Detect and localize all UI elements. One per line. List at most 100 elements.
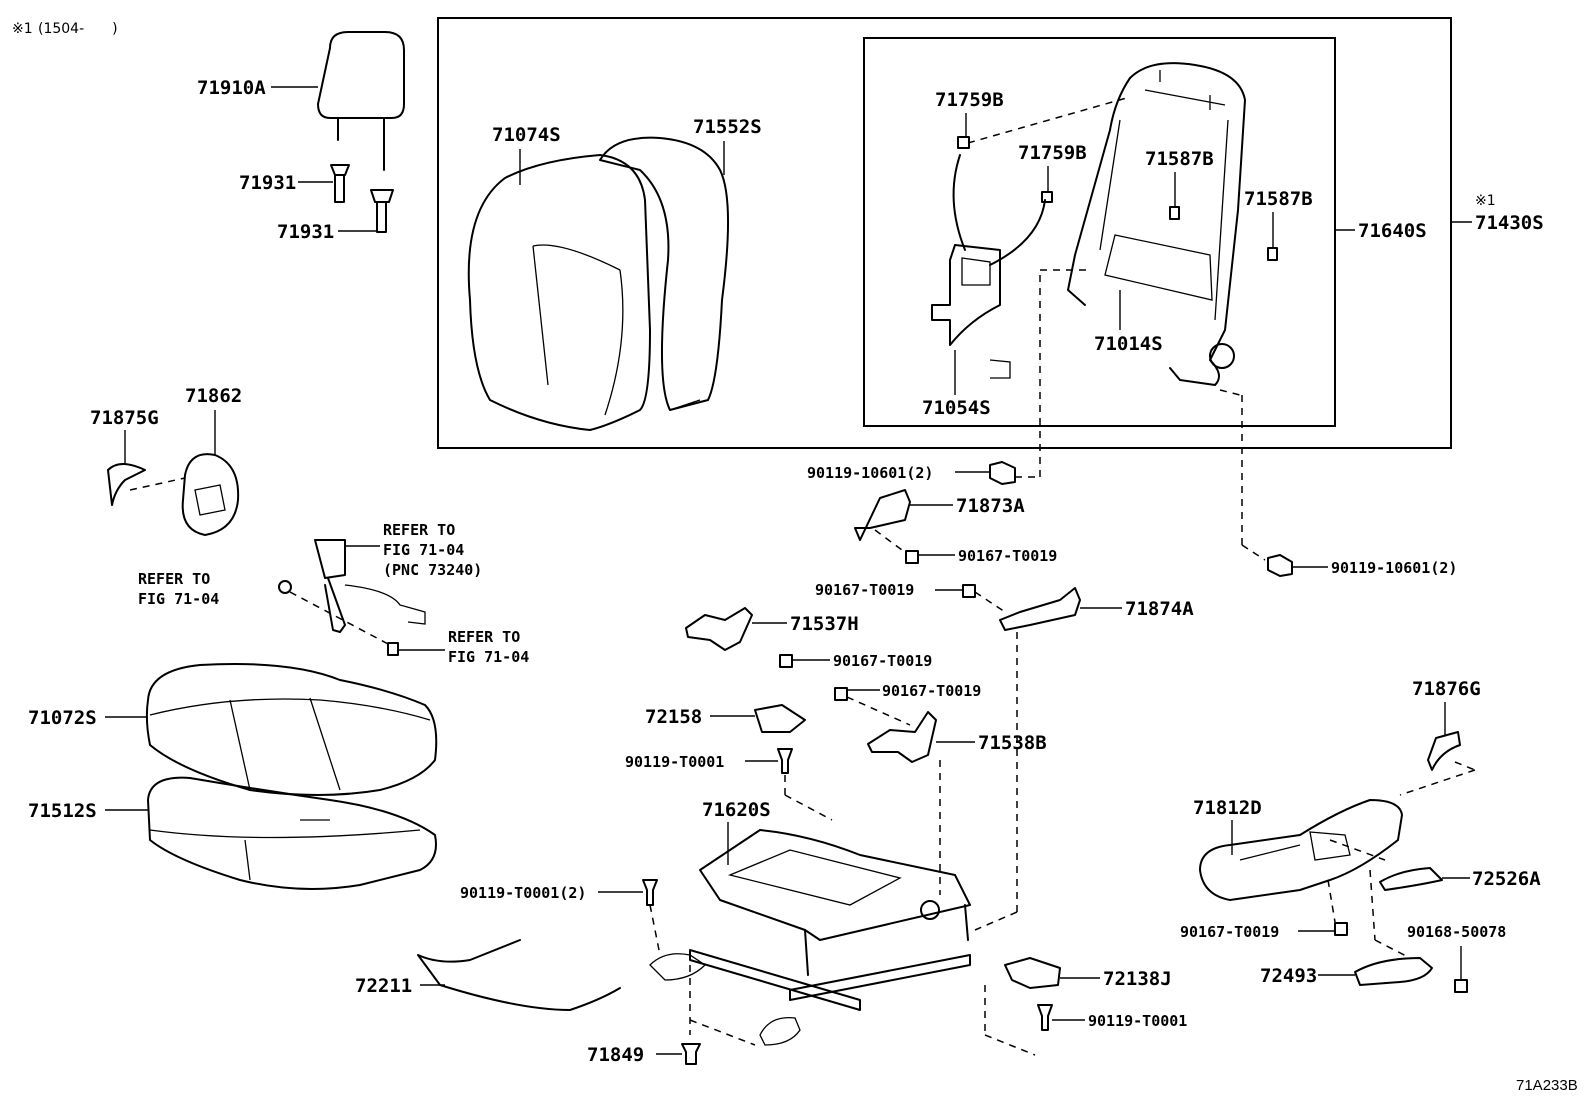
refer-right-line2: FIG 71-04 [448,648,529,666]
bracket-72138J [1004,957,1061,989]
label-71430S: 71430S [1475,212,1544,234]
refer-belt-line1: REFER TO [383,521,455,539]
diagram-code: 71A233B [1516,1077,1578,1094]
belt-nut-icon [278,580,292,594]
label-90167-T0019-a: 90167-T0019 [958,547,1057,565]
dash-90167-T0019-c [846,696,911,726]
group-note-symbol: ※1 [1475,193,1496,209]
label-71812D: 71812D [1193,797,1262,819]
headrest-support-upper [330,164,350,203]
lever-72526A [1379,867,1443,891]
label-71875G: 71875G [90,407,159,429]
screw-90167-T0019-d [962,584,976,598]
dash-90119-10601-b1 [1219,389,1241,396]
dash-72493-2 [1374,939,1411,959]
seatback-pad [599,136,729,411]
seatback-frame [1067,62,1246,386]
dash-track-rear [689,1019,756,1046]
label-90119-T0001-c: 90119-T0001 [1088,1012,1187,1030]
label-71512S: 71512S [28,800,97,822]
seat-shield-71812D [1199,799,1403,901]
label-71074S: 71074S [492,124,561,146]
clip-71759B-a [957,136,970,149]
label-90168-50078: 90168-50078 [1407,923,1506,941]
label-90119-10601-a: 90119-10601(2) [807,464,933,482]
seat-cushion-pad [147,776,437,890]
dash-belt [289,591,391,646]
clip-71587B-a [1169,206,1180,220]
seat-cushion-frame [649,829,971,1046]
dash-90119-T0001-2 [649,904,661,956]
bolt-90119-10601-b [1267,554,1293,577]
bolt-90119-T0001-2 [642,879,658,906]
refer-right-line1: REFER TO [448,628,520,646]
label-90167-T0019-e: 90167-T0019 [1180,923,1279,941]
label-72138J: 72138J [1103,968,1172,990]
label-71876G: 71876G [1412,678,1481,700]
label-71054S: 71054S [922,397,991,419]
refer-belt-line2: FIG 71-04 [383,541,464,559]
dash-90119-T0001-a2 [784,794,833,821]
recliner-cover-outer [181,453,240,536]
label-71910A: 71910A [197,77,266,99]
dash-90167-T0019-e [1327,879,1336,923]
screw-90168-50078 [1454,979,1468,993]
cover-71538B [867,711,937,763]
clip-71759B-b [1041,191,1053,203]
dash-90167-T0019-d [974,591,1006,613]
dash-71759B [967,96,1131,144]
label-90119-T0001-a: 90119-T0001 [625,753,724,771]
label-71538B: 71538B [978,732,1047,754]
seatback-cover [467,154,651,431]
bracket-71873A [854,489,911,541]
label-72211: 72211 [355,975,412,997]
cover-71537H [685,607,753,651]
label-71931-upper: 71931 [239,172,296,194]
label-71759B-a: 71759B [935,89,1004,111]
label-71873A: 71873A [956,495,1025,517]
header-note-range: (1504- ) [38,21,118,37]
bolt-90119-10601-a [989,461,1016,485]
refer-belt-line3: (PNC 73240) [383,561,482,579]
label-71931-lower: 71931 [277,221,334,243]
label-72158: 72158 [645,706,702,728]
label-71640S: 71640S [1358,220,1427,242]
label-90119-10601-b: 90119-10601(2) [1331,559,1457,577]
bolt-90119-T0001-a [777,748,793,774]
cover-71876G [1427,731,1461,771]
lumbar-support [931,154,1046,379]
seat-cushion-cover [145,663,438,796]
wire-harness [417,939,621,1011]
screw-90167-T0019-e [1334,922,1348,936]
refer-left-line1: REFER TO [138,570,210,588]
dash-recliner [129,477,186,491]
headrest [317,31,405,171]
dash-72493-1 [1369,869,1376,941]
bolt-71849 [681,1043,701,1065]
bolt-90119-T0001-c [1037,1004,1053,1031]
clip-71587B-b [1267,247,1278,261]
label-72526A: 72526A [1472,868,1541,890]
label-71587B-a: 71587B [1145,148,1214,170]
label-71620S: 71620S [702,799,771,821]
label-90167-T0019-d: 90167-T0019 [815,581,914,599]
label-90119-T0001-2: 90119-T0001(2) [460,884,586,902]
label-71862: 71862 [185,385,242,407]
label-71759B-b: 71759B [1018,142,1087,164]
label-71552S: 71552S [693,116,762,138]
label-72493: 72493 [1260,965,1317,987]
belt-clip-icon [387,642,399,656]
label-90167-T0019-b: 90167-T0019 [833,652,932,670]
label-71072S: 71072S [28,707,97,729]
seatback-group-frame [437,17,1452,449]
seatback-frame-subgroup [863,37,1336,427]
label-71849: 71849 [587,1044,644,1066]
dash-90119-T0001-c2 [984,1034,1036,1056]
dash-72526A [1329,839,1386,861]
refer-left-line2: FIG 71-04 [138,590,219,608]
screw-90167-T0019-c [834,687,848,701]
dash-90167-T0019-a [874,529,907,554]
lever-72493 [1354,957,1433,986]
dash-90119-10601-b3 [1241,544,1266,561]
